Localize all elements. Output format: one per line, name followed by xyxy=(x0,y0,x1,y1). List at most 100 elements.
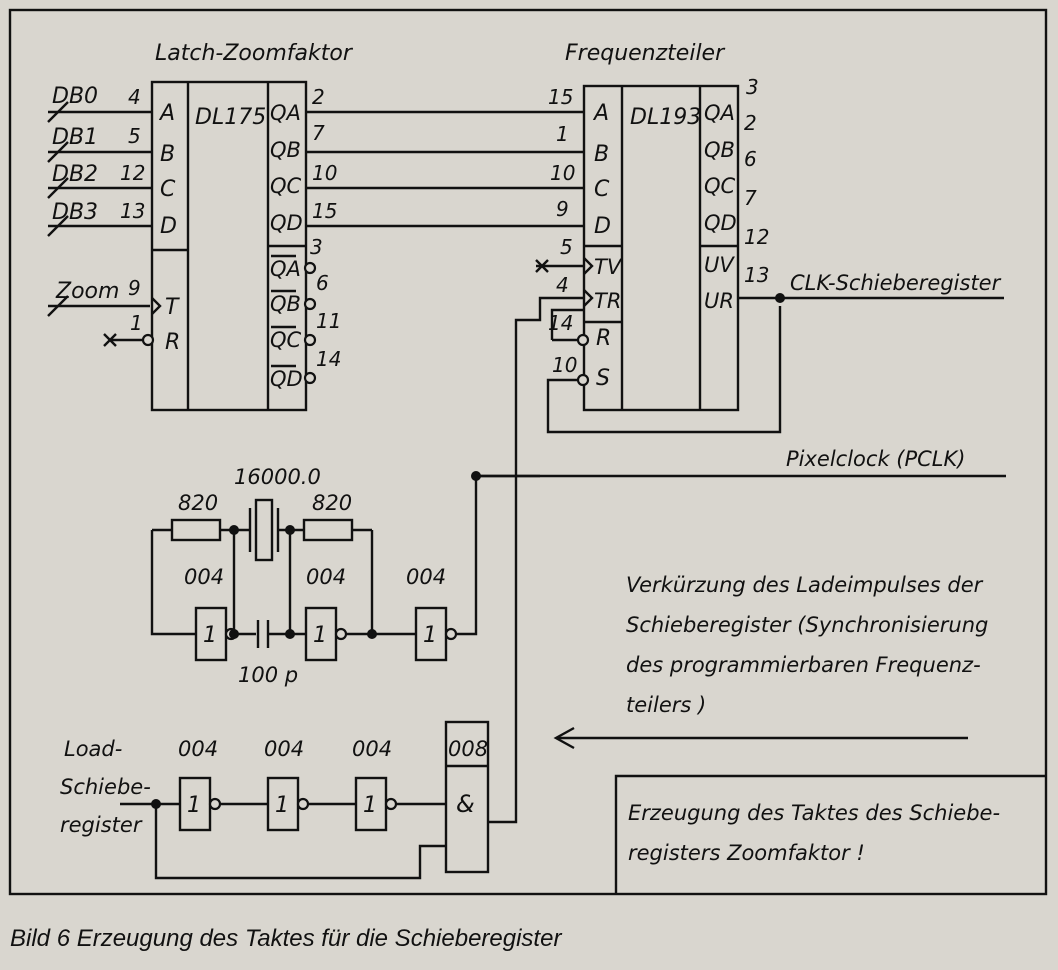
latch-pin-4: 4 xyxy=(128,85,141,109)
note-verkuerzung-3: des programmierbaren Frequenz- xyxy=(626,653,981,677)
osc-gate-2-symbol: 1 xyxy=(313,623,327,648)
short-gate-2-symbol: 1 xyxy=(275,793,289,818)
counter-title: Frequenzteiler xyxy=(565,41,726,66)
latch-pin-10: 10 xyxy=(312,161,337,185)
short-gate-1-label: 004 xyxy=(178,737,218,761)
latch-out-nqa: QA xyxy=(270,257,301,281)
counter-in-tr: TR xyxy=(594,289,621,313)
load-label-2: Schiebe- xyxy=(60,775,151,799)
counter-in-r: R xyxy=(596,326,611,351)
osc-gate-3-symbol: 1 xyxy=(423,623,437,648)
counter-input-wires xyxy=(474,257,1006,824)
counter-pin-12: 12 xyxy=(744,225,769,249)
latch-input-wires xyxy=(47,101,162,347)
latch-pin-11: 11 xyxy=(316,309,341,333)
counter-chip-dl193 xyxy=(582,84,740,412)
counter-pin-3: 3 xyxy=(746,75,759,99)
latch-out-nqd: QD xyxy=(270,367,303,391)
data-bus-wires xyxy=(306,110,584,228)
counter-pin-6: 6 xyxy=(744,147,757,171)
latch-out-nqb: QB xyxy=(270,292,301,316)
latch-pin-3: 3 xyxy=(310,235,323,259)
latch-pin-7: 7 xyxy=(312,121,325,145)
note-verkuerzung-1: Verkürzung des Ladeimpulses der xyxy=(626,573,984,597)
short-gate-1-symbol: 1 xyxy=(187,793,201,818)
latch-pin-1: 1 xyxy=(130,311,143,335)
counter-out-qc: QC xyxy=(704,174,736,198)
short-gate-3-symbol: 1 xyxy=(363,793,377,818)
latch-out-qa: QA xyxy=(270,101,301,125)
latch-pin-5: 5 xyxy=(128,124,141,148)
resistor-2-label: 820 xyxy=(312,491,352,515)
osc-gate-1-symbol: 1 xyxy=(203,623,217,648)
latch-out-qd: QD xyxy=(270,211,303,235)
osc-gate-2-label: 004 xyxy=(306,565,346,589)
counter-pin-10b: 10 xyxy=(552,353,577,377)
latch-pin-15: 15 xyxy=(312,199,337,223)
load-label-1: Load- xyxy=(64,737,122,761)
counter-out-qb: QB xyxy=(704,138,735,162)
counter-in-b: B xyxy=(594,142,609,167)
note-verkuerzung-4: teilers ) xyxy=(626,693,706,717)
osc-gate-3-label: 004 xyxy=(406,565,446,589)
counter-pin-15: 15 xyxy=(548,85,573,109)
latch-pin-6: 6 xyxy=(316,271,329,295)
counter-out-qa: QA xyxy=(704,101,735,125)
latch-pin-2: 2 xyxy=(312,85,325,109)
latch-pin-9: 9 xyxy=(128,276,141,300)
latch-in-r: R xyxy=(165,330,180,355)
counter-in-s: S xyxy=(596,366,610,391)
signal-db2: DB2 xyxy=(52,162,98,187)
latch-out-qc: QC xyxy=(270,174,302,198)
counter-out-qd: QD xyxy=(704,211,737,235)
latch-out-qb: QB xyxy=(270,138,301,162)
latch-in-c: C xyxy=(160,177,176,202)
counter-pin-9: 9 xyxy=(556,197,569,221)
note-erzeugung-2: registers Zoomfaktor ! xyxy=(628,841,865,865)
note-box xyxy=(614,774,1046,894)
osc-gate-1-label: 004 xyxy=(184,565,224,589)
latch-in-a: A xyxy=(158,101,175,126)
latch-overbars xyxy=(271,254,317,385)
figure-caption: Bild 6 Erzeugung des Taktes für die Schi… xyxy=(10,925,562,952)
load-label-3: register xyxy=(60,813,143,837)
counter-pin-5: 5 xyxy=(560,235,573,259)
counter-pin-13: 13 xyxy=(744,263,769,287)
clk-output-wire xyxy=(738,293,1004,303)
counter-pin-4: 4 xyxy=(556,273,569,297)
latch-in-t: T xyxy=(165,295,180,320)
counter-in-d: D xyxy=(594,214,611,239)
note-verkuerzung-2: Schieberegister (Synchronisierung xyxy=(626,613,988,637)
and-chip-label: 008 xyxy=(448,737,488,761)
crystal-label: 16000.0 xyxy=(234,465,321,489)
counter-pin-2: 2 xyxy=(744,111,757,135)
counter-out-uv: UV xyxy=(704,253,735,277)
oscillator-circuit xyxy=(150,471,481,662)
counter-in-tv: TV xyxy=(594,255,623,279)
and-symbol: & xyxy=(456,790,475,818)
counter-pin-1: 1 xyxy=(556,122,569,146)
latch-chip-name: DL175 xyxy=(195,105,266,130)
signal-db0: DB0 xyxy=(52,84,98,109)
capacitor-label: 100 p xyxy=(238,663,298,687)
short-gate-2-label: 004 xyxy=(264,737,304,761)
latch-pin-12: 12 xyxy=(120,161,145,185)
counter-pin-10: 10 xyxy=(550,161,575,185)
pclk-label: Pixelclock (PCLK) xyxy=(786,447,965,471)
pulse-shortener-circuit xyxy=(120,720,490,880)
latch-chip-dl175 xyxy=(150,80,308,412)
latch-pin-13: 13 xyxy=(120,199,145,223)
counter-pin-7: 7 xyxy=(744,186,757,210)
counter-out-ur: UR xyxy=(704,289,734,313)
note-erzeugung-1: Erzeugung des Taktes des Schiebe- xyxy=(628,801,1000,825)
latch-title: Latch-Zoomfaktor xyxy=(155,41,354,66)
latch-out-nqc: QC xyxy=(270,328,302,352)
latch-pin-14: 14 xyxy=(316,347,341,371)
arrow-icon xyxy=(553,726,968,750)
counter-chip-name: DL193 xyxy=(630,105,701,130)
counter-in-c: C xyxy=(594,177,610,202)
counter-in-a: A xyxy=(592,101,609,126)
signal-db1: DB1 xyxy=(52,125,98,150)
